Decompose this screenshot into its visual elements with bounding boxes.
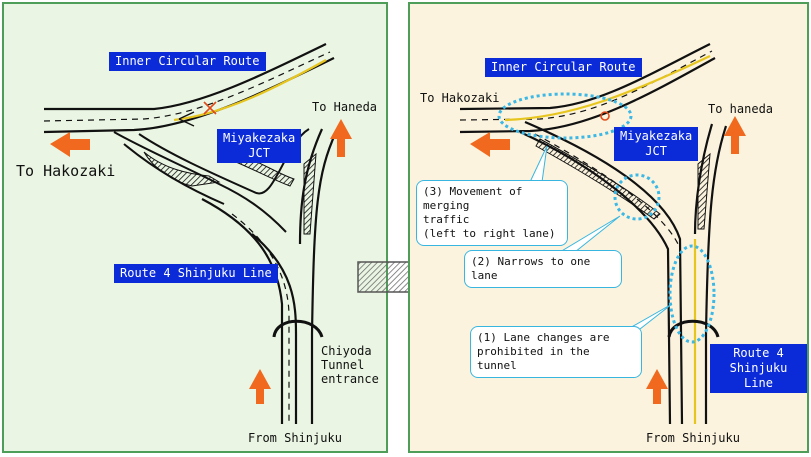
tunnel-entrance-arch [272,319,324,338]
route4-label: Route 4 Shinjuku Line [114,264,278,283]
haneda-branch [693,123,728,424]
callout-merging-traffic: (3) Movement of merging traffic (left to… [416,180,568,246]
from-shinjuku-arrow [646,369,668,404]
tunnel-entrance-arch [667,319,720,338]
from-shinjuku-label: From Shinjuku [646,431,740,445]
route4-label: Route 4 Shinjuku Line [710,344,807,393]
callout-narrows: (2) Narrows to one lane [464,250,622,288]
to-haneda-label: To haneda [708,102,774,116]
left-road-map [43,43,352,424]
callout-lane-change: (1) Lane changes are prohibited in the t… [470,326,642,378]
haneda-branch [298,128,338,424]
to-hakozaki-arrow [50,132,90,157]
inner-circular-label: Inner Circular Route [109,52,266,71]
to-hakozaki-label: To Hakozaki [16,162,116,180]
inner-circular-road [43,43,335,134]
narrowing-circle [613,173,661,221]
to-hakozaki-label: To Hakozaki [420,91,500,105]
route4-road [201,198,298,424]
inner-circular-road [459,43,716,134]
to-haneda-arrow [330,119,352,157]
from-shinjuku-arrow [249,369,271,404]
inner-circular-label: Inner Circular Route [485,58,642,77]
tunnel-lane-circle [668,244,716,344]
right-road-map [459,43,746,425]
from-shinjuku-label: From Shinjuku [248,431,342,445]
callout3-pointer [529,145,548,183]
to-haneda-arrow [724,116,746,154]
miyakezaka-jct-label: Miyakezaka JCT [217,129,302,163]
to-haneda-label: To Haneda [312,100,378,114]
before-panel: Inner Circular Route To Haneda To Hakoza… [2,2,388,453]
tunnel-entrance-label: Chiyoda Tunnel entrance [321,344,379,386]
callout2-pointer [558,215,621,253]
merge-area-circle [497,92,633,140]
miyakezaka-jct-label: Miyakezaka JCT [614,127,699,161]
after-panel: Inner Circular Route To Hakozaki To hane… [408,2,809,453]
route4-road [519,120,697,425]
to-hakozaki-arrow [470,132,510,157]
